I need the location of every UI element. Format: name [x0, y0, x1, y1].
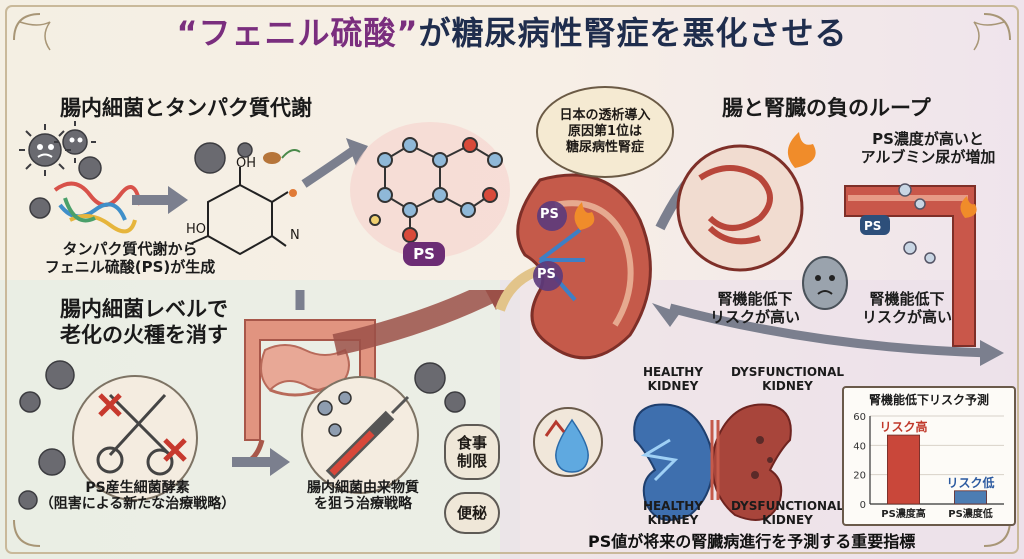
gut-bacteria-heading: 腸内細菌とタンパク質代謝 [60, 96, 312, 120]
water-drop-icon [533, 407, 603, 477]
top-right-illustration [652, 132, 1004, 366]
dialysis-fact-bubble: 日本の透析導入 原因第1位は 糖尿病性腎症 [536, 86, 674, 178]
ps-badge: PS [403, 242, 445, 266]
flame-icon [574, 202, 595, 230]
bar-data-label: リスク高 [879, 419, 927, 434]
dysfunctional-kidney-label-top: DYSFUNCTIONAL KIDNEY [730, 365, 845, 393]
molecule-icon [898, 183, 936, 264]
bacteria-icon [18, 360, 466, 510]
bar-data-label: リスク低 [946, 475, 994, 490]
enzyme-caption: PS産生細菌酵素 （阻害による新たな治療戦略） [39, 480, 236, 513]
chem-label-ho: HO [186, 222, 207, 237]
risk-label-right: 腎機能低下 リスクが高い [861, 290, 952, 327]
cross-icon [98, 393, 187, 462]
flame-icon [787, 132, 816, 168]
kidney-ps-label-1: PS [540, 207, 559, 222]
corner-ornaments [13, 13, 1011, 547]
chem-label-n: N [290, 228, 300, 243]
y-tick-label: 0 [860, 500, 866, 511]
kidney-illustration [495, 173, 652, 360]
diet-restriction-pill: 食事 制限 [444, 424, 500, 480]
molecule-icon [189, 167, 289, 256]
flame-icon [960, 196, 977, 218]
x-tick-label: PS濃度高 [881, 507, 926, 520]
chem-label-oh: OH [236, 156, 257, 171]
footer-caption: PS値が将来の腎臓病進行を予測する重要指標 [588, 532, 916, 551]
kidney-comparison-illustration [533, 403, 792, 521]
y-tick-label: 20 [853, 471, 866, 482]
kidney-ps-label-2: PS [537, 267, 556, 282]
bacteria-icon [19, 121, 102, 219]
bacteria-icon [194, 142, 253, 174]
bottom-left-illustration [18, 290, 507, 510]
chart-bar [954, 490, 987, 505]
ps-generation-caption: タンパク質代謝から フェニル硫酸(PS)が生成 [44, 240, 216, 277]
gut-kidney-loop-heading: 腸と腎臓の負のループ [722, 96, 931, 120]
healthy-kidney-label-bottom: HEALTHY KIDNEY [642, 499, 704, 527]
albumin-note: PS濃度が高いと アルブミン尿が増加 [860, 130, 996, 167]
scissors-icon [96, 393, 174, 476]
chart-title: 腎機能低下リスク予測 [868, 393, 989, 407]
title-rest: が糖尿病性腎症を悪化させる [418, 14, 848, 52]
x-tick-label: PS濃度低 [948, 507, 993, 520]
kidney-icon [698, 165, 773, 245]
syringe-icon [325, 395, 410, 480]
y-tick-label: 60 [853, 412, 866, 423]
gut-level-heading: 腸内細菌レベルで 老化の火種を消す [60, 297, 228, 348]
molecule-icon [369, 137, 503, 243]
dysfunctional-kidney-label-bottom: DYSFUNCTIONAL KIDNEY [730, 499, 845, 527]
molecule-icon [317, 391, 352, 437]
vessel-ps-label: PS [864, 219, 882, 233]
protein-icon [53, 181, 142, 234]
sad-kidney-character [802, 256, 848, 310]
dysfunctional-kidney-icon [711, 403, 792, 521]
top-left-illustration [19, 121, 510, 258]
healthy-kidney-label-top: HEALTHY KIDNEY [642, 365, 704, 393]
title-quoted: “フェニル硫酸” [176, 14, 419, 52]
chart-bar [887, 434, 920, 505]
chart-svg: 0 20 40 60 リスク高 PS濃度高 リスク低 PS濃度低 [853, 412, 1004, 520]
healthy-kidney-icon [633, 403, 714, 521]
y-tick-label: 40 [853, 441, 866, 452]
risk-label-left: 腎機能低下 リスクが高い [709, 290, 800, 327]
risk-prediction-chart: 腎機能低下リスク予測 0 20 40 60 リスク高 PS濃度高 リスク低 PS濃度低 [842, 386, 1016, 526]
page-title: “フェニル硫酸”が糖尿病性腎症を悪化させる [0, 8, 1024, 54]
metabolite-caption: 腸内細菌由来物質 を狙う治療戦略 [307, 480, 419, 513]
constipation-pill: 便秘 [444, 492, 500, 534]
